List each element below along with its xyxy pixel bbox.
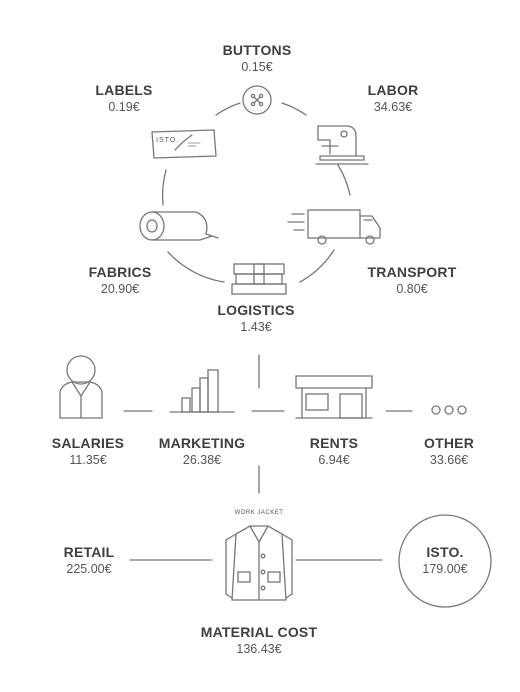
other-label: OTHER 33.66€ (379, 435, 519, 467)
marketing-value: 26.38€ (182, 453, 222, 468)
cycle-arc (281, 102, 307, 116)
cycle-arc (174, 134, 193, 151)
jacket-icon (225, 525, 293, 601)
rents-name: RENTS (309, 435, 359, 451)
cycle-arc (215, 102, 241, 116)
retail-value: 225.00€ (66, 562, 112, 577)
transport-value: 0.80€ (396, 282, 428, 297)
labels-name: LABELS (95, 82, 153, 98)
boxes-icon (231, 263, 287, 295)
marketing-label: MARKETING 26.38€ (132, 435, 272, 467)
isto-circle (398, 514, 492, 608)
fabric-roll-icon (139, 211, 219, 241)
cycle-arc (167, 251, 225, 283)
ellipsis-icon (431, 405, 467, 415)
retail-label: RETAIL 225.00€ (19, 544, 159, 576)
logistics-value: 1.43€ (240, 320, 272, 335)
buttons-label: BUTTONS 0.15€ (187, 42, 327, 74)
transport-label: TRANSPORT 0.80€ (342, 264, 482, 296)
shop-icon (295, 375, 373, 419)
label-tag-text: ISTO. (156, 137, 180, 144)
other-value: 33.66€ (429, 453, 469, 468)
labor-name: LABOR (367, 82, 419, 98)
sewing-machine-icon (315, 125, 369, 165)
labor-value: 34.63€ (373, 100, 413, 115)
material-cost-label: MATERIAL COST 136.43€ (184, 624, 334, 656)
transport-name: TRANSPORT (367, 264, 457, 280)
material-cost-name: MATERIAL COST (200, 624, 318, 640)
cycle-arc (337, 164, 351, 196)
retail-name: RETAIL (63, 544, 115, 560)
bar-chart-icon (169, 369, 235, 413)
salaries-name: SALARIES (51, 435, 125, 451)
labels-label: LABELS 0.19€ (54, 82, 194, 114)
salaries-value: 11.35€ (69, 453, 107, 468)
logistics-label: LOGISTICS 1.43€ (186, 302, 326, 334)
material-cost-value: 136.43€ (236, 642, 282, 657)
truck-icon (287, 209, 381, 245)
other-name: OTHER (424, 435, 474, 451)
rents-label: RENTS 6.94€ (264, 435, 404, 467)
logistics-name: LOGISTICS (217, 302, 295, 318)
product-caption: WORK JACKET (234, 510, 284, 516)
isto-value: 179.00€ (422, 562, 468, 577)
label-tag-icon (151, 129, 217, 159)
buttons-value: 0.15€ (241, 60, 273, 75)
isto-name: ISTO. (426, 544, 464, 560)
labels-value: 0.19€ (108, 100, 140, 115)
fabrics-label: FABRICS 20.90€ (50, 264, 190, 296)
rents-value: 6.94€ (318, 453, 350, 468)
fabrics-name: FABRICS (88, 264, 152, 280)
buttons-name: BUTTONS (222, 42, 292, 58)
fabrics-value: 20.90€ (100, 282, 140, 297)
marketing-name: MARKETING (158, 435, 246, 451)
cycle-arc (299, 249, 335, 283)
labor-label: LABOR 34.63€ (323, 82, 463, 114)
cycle-arc (161, 169, 167, 206)
button-icon (242, 85, 272, 115)
isto-label: ISTO. 179.00€ (375, 544, 515, 576)
person-icon (59, 355, 103, 419)
salaries-label: SALARIES 11.35€ (18, 435, 158, 467)
